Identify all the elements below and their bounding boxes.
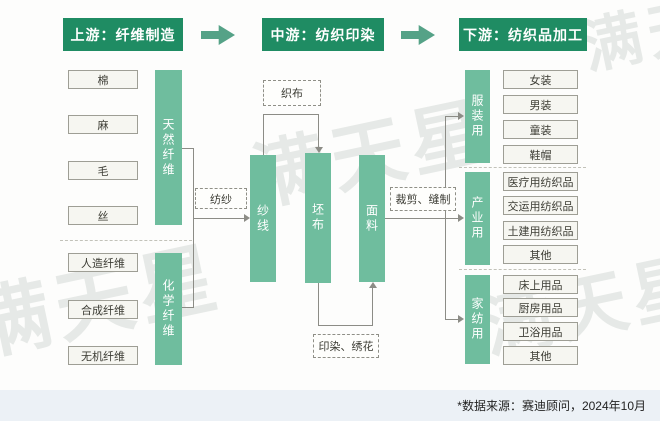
connector-line <box>445 116 459 117</box>
process-box-spinning: 纺纱 <box>195 188 247 209</box>
connector-line <box>318 114 319 147</box>
group-bar-natural-fiber: 天然纤维 <box>155 70 182 225</box>
item-box-womenswear: 女装 <box>503 70 578 89</box>
item-box-medical-textiles: 医疗用纺织品 <box>503 172 578 191</box>
process-box-weaving: 织布 <box>263 80 321 106</box>
item-box-menswear: 男装 <box>503 95 578 114</box>
item-box-bedding: 床上用品 <box>503 275 578 294</box>
arrowhead-up <box>369 282 377 288</box>
connector-line <box>385 218 459 219</box>
data-source-note: *数据来源：赛迪顾问，2024年10月 <box>457 399 646 413</box>
mid-bar-yarn: 纱线 <box>250 155 276 282</box>
item-box-cotton: 棉 <box>68 70 138 89</box>
item-box-synthetic-fiber: 合成纤维 <box>68 300 138 319</box>
connector-line <box>372 288 373 325</box>
stage-box-upstream: 上游：纤维制造 <box>63 18 183 51</box>
connector-line <box>445 116 446 319</box>
connector-line <box>263 114 319 115</box>
footer-bar: *数据来源：赛迪顾问，2024年10月 <box>0 390 660 421</box>
connector-line <box>182 307 193 308</box>
connector-line <box>193 148 194 308</box>
group-bar-home-textile: 家纺用 <box>465 275 490 364</box>
item-box-bathroom: 卫浴用品 <box>503 322 578 341</box>
stage-box-midstream: 中游：纺织印染 <box>262 18 384 51</box>
process-box-dyeing-embroidery: 印染、绣花 <box>313 334 379 358</box>
arrowhead-right <box>244 214 250 222</box>
arrowhead-right <box>458 315 464 323</box>
connector-line <box>182 148 193 149</box>
item-box-transport-textiles: 交运用纺织品 <box>503 196 578 215</box>
group-bar-apparel: 服装用 <box>465 70 490 163</box>
stage-box-downstream: 下游：纺织品加工 <box>459 18 587 51</box>
connector-line <box>318 283 319 325</box>
arrowhead-down <box>315 147 323 153</box>
arrowhead-right <box>458 214 464 222</box>
arrowhead-right <box>458 112 464 120</box>
item-box-wool: 毛 <box>68 161 138 180</box>
item-box-other-home: 其他 <box>503 346 578 365</box>
item-box-hemp: 麻 <box>68 115 138 134</box>
group-bar-industrial: 产业用 <box>465 172 490 265</box>
group-bar-chemical-fiber: 化学纤维 <box>155 253 182 365</box>
mid-bar-fabric: 面料 <box>359 155 385 282</box>
process-box-cutting-sewing: 裁剪、缝制 <box>390 187 456 211</box>
flow-arrow-icon <box>401 25 435 45</box>
item-box-construction-textiles: 土建用纺织品 <box>503 221 578 240</box>
group-separator <box>459 167 586 168</box>
item-box-childrenswear: 童装 <box>503 120 578 139</box>
group-separator <box>459 269 586 270</box>
connector-line <box>263 114 264 155</box>
mid-bar-grey-fabric: 坯布 <box>305 153 331 283</box>
item-box-shoes-hats: 鞋帽 <box>503 145 578 164</box>
item-box-silk: 丝 <box>68 206 138 225</box>
flow-arrow-icon <box>201 25 235 45</box>
connector-line <box>193 218 245 219</box>
connector-line <box>445 319 459 320</box>
item-box-other-industrial: 其他 <box>503 245 578 264</box>
connector-line <box>318 325 373 326</box>
item-box-kitchen: 厨房用品 <box>503 298 578 317</box>
group-separator <box>60 240 192 241</box>
item-box-manmade-fiber: 人造纤维 <box>68 253 138 272</box>
item-box-inorganic-fiber: 无机纤维 <box>68 346 138 365</box>
